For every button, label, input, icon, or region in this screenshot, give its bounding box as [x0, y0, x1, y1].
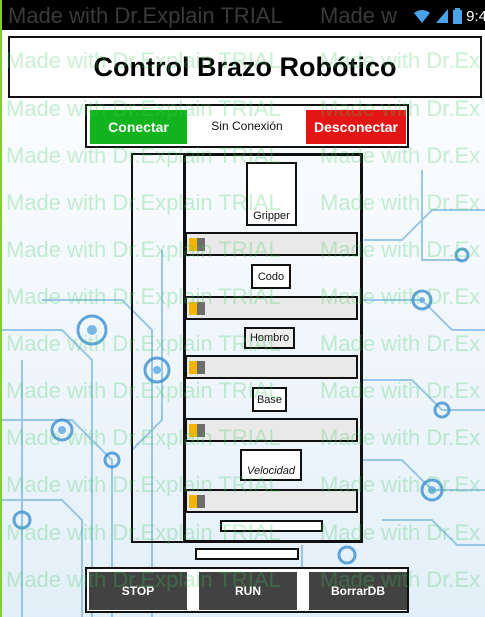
base-label: Base [256, 393, 283, 406]
slider-thumb-icon[interactable] [189, 238, 205, 251]
slider-thumb-icon[interactable] [189, 424, 205, 437]
slider-thumb-icon[interactable] [189, 361, 205, 374]
codo-label: Codo [257, 270, 285, 283]
title-box: Control Brazo Robótico [8, 36, 482, 98]
clear-db-button[interactable]: BorrarDB [309, 572, 407, 610]
empty-box-2 [195, 548, 299, 560]
empty-box [220, 520, 323, 532]
connection-bar: Conectar Sin Conexión Desconectar [85, 104, 409, 148]
connection-status: Sin Conexión [211, 119, 283, 133]
codo-slider[interactable] [185, 296, 358, 320]
gripper-slider[interactable] [185, 232, 358, 256]
hombro-label-box: Hombro [244, 327, 295, 349]
stop-button[interactable]: STOP [89, 572, 187, 610]
wifi-icon [414, 9, 431, 23]
hombro-label: Hombro [249, 332, 290, 344]
disconnect-button[interactable]: Desconectar [306, 110, 406, 144]
connect-button[interactable]: Conectar [90, 110, 187, 144]
slider-thumb-icon[interactable] [189, 302, 205, 315]
status-watermark: Made with Dr.Explain TRIAL [8, 3, 283, 28]
status-icons: 9:4 [413, 6, 485, 26]
battery-icon [453, 8, 463, 24]
status-time: 9:4 [466, 7, 485, 25]
velocidad-label: Velocidad [247, 465, 295, 477]
page-title: Control Brazo Robótico [93, 51, 397, 82]
codo-label-box: Codo [251, 264, 291, 289]
slider-thumb-icon[interactable] [189, 495, 205, 508]
velocidad-label-box: Velocidad [240, 449, 302, 481]
gripper-label-box: Gripper [246, 162, 297, 226]
velocidad-slider[interactable] [185, 489, 358, 513]
status-watermark-2: Made w [320, 3, 398, 28]
gripper-label: Gripper [253, 210, 290, 222]
signal-icon [436, 9, 449, 23]
status-bar: Made with Dr.Explain TRIAL Made w 9:4 [2, 0, 485, 30]
base-label-box: Base [252, 387, 287, 412]
control-panel [183, 153, 363, 543]
hombro-slider[interactable] [185, 355, 358, 379]
bottom-button-bar: STOP RUN BorrarDB [85, 567, 409, 613]
run-button[interactable]: RUN [199, 572, 297, 610]
base-slider[interactable] [185, 418, 358, 442]
